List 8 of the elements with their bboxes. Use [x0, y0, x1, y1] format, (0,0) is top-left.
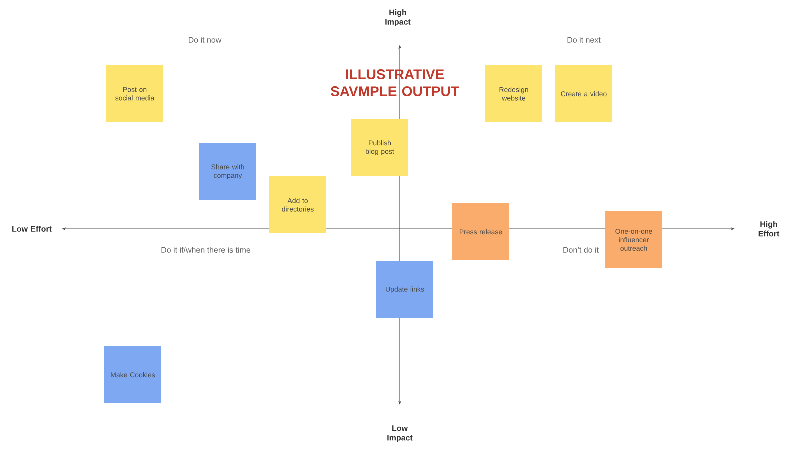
quadrant-label: Do it if/when there is time: [162, 247, 251, 253]
axis-label: High Impact: [386, 10, 411, 26]
axis-label: Low Effort: [12, 226, 52, 232]
quadrant-label: Do it next: [568, 37, 601, 43]
axis-label: High Effort: [758, 221, 780, 237]
quadrant-label: Do it now: [189, 37, 222, 43]
sample-stamp-text: ILLUSTRATIVE SAVMPLE OUTPUT: [330, 70, 460, 96]
axis-label: Low Impact: [388, 426, 413, 442]
